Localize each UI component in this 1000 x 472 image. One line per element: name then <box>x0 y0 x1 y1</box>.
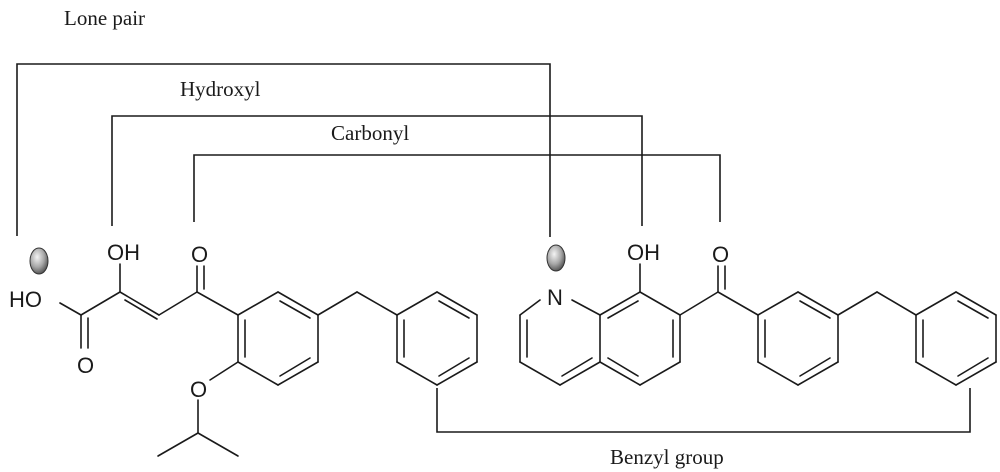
lone-pair-connector <box>16 63 551 237</box>
molecule-right <box>519 263 997 386</box>
right-hydroxyl-oh: OH <box>627 240 660 265</box>
left-acid-ho: HO <box>9 287 42 312</box>
hydroxyl-connector <box>111 115 643 226</box>
lone-pair-right-icon <box>546 244 566 272</box>
right-ketone-o: O <box>712 242 729 267</box>
carbonyl-connector <box>193 154 721 222</box>
left-ether-o: O <box>190 377 207 402</box>
left-hydroxyl-oh: OH <box>107 240 140 265</box>
benzyl-group-label: Benzyl group <box>610 445 724 469</box>
lone-pair-left-icon <box>29 247 49 275</box>
molecule-left <box>59 263 478 457</box>
left-acid-o: O <box>77 353 94 378</box>
right-nitrogen: N <box>547 285 563 310</box>
benzyl-group-connector <box>436 388 971 433</box>
carbonyl-label: Carbonyl <box>331 121 409 145</box>
hydroxyl-label: Hydroxyl <box>180 77 261 101</box>
lone-pair-label: Lone pair <box>64 6 145 30</box>
left-ketone-o: O <box>191 242 208 267</box>
